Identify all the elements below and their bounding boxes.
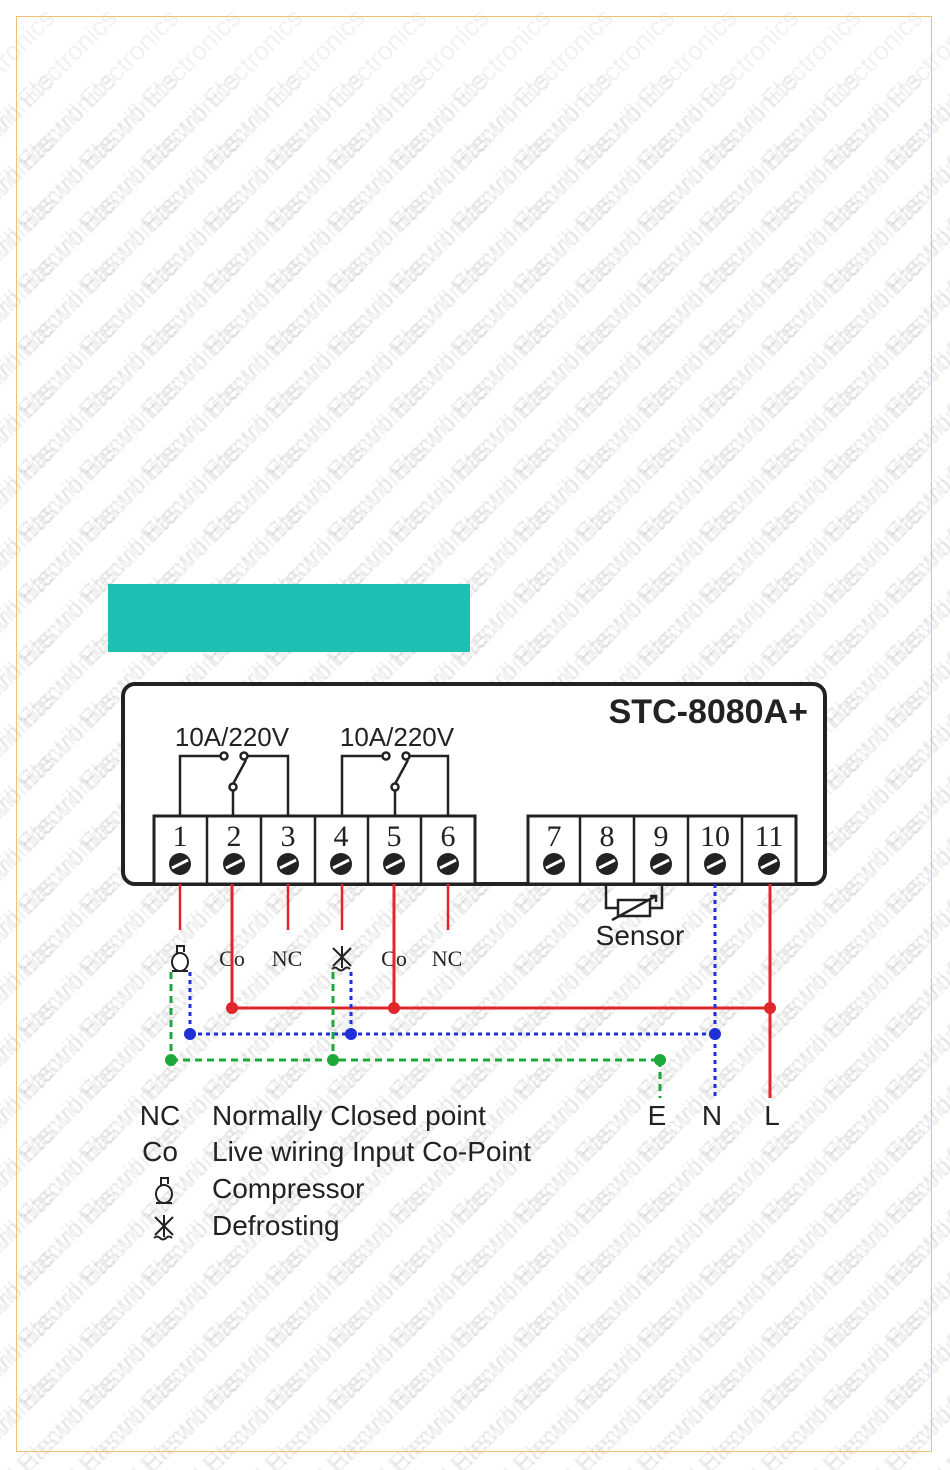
sensor-label: Sensor [596,920,685,951]
terminal-6-label: NC [432,946,463,971]
terminal-number-11: 11 [755,820,784,853]
relay-rating-2: 10A/220V [340,722,455,752]
model-label: STC-8080A+ [609,693,808,731]
neutral-label: N [702,1100,722,1131]
relay-rating-1: 10A/220V [175,722,290,752]
terminal-3-label: NC [272,946,303,971]
legend: NC Normally Closed point Co Live wiring … [140,1100,531,1241]
relay-2-contacts [340,751,450,818]
legend-symbol-co: Co [142,1136,178,1167]
legend-text-nc: Normally Closed point [212,1100,486,1131]
terminal-number-4: 4 [334,820,349,853]
relay-1-contacts [178,751,290,818]
terminal-number-3: 3 [281,820,296,853]
legend-text-compressor: Compressor [212,1173,364,1204]
earth-label: E [648,1100,667,1131]
terminal-number-1: 1 [173,820,188,853]
terminal-screw-slot-10 [706,858,724,870]
terminal-screw-slot-3 [279,858,297,870]
terminal-number-2: 2 [227,820,242,853]
earth-wire-junctions [165,1054,666,1066]
terminal-screw-slot-7 [545,858,563,870]
live-wire-junctions [226,1002,776,1014]
earth-wire [169,972,662,1098]
terminal-number-10: 10 [700,820,730,853]
section-header-bar [108,584,470,652]
live-wire [230,884,772,1098]
legend-text-co: Live wiring Input Co-Point [212,1136,531,1167]
page-frame [16,16,932,1452]
sensor-symbol [604,884,664,922]
legend-symbol-nc: NC [140,1100,180,1131]
live-label: L [764,1100,780,1131]
legend-compressor-icon [155,1177,173,1204]
legend-text-defrost: Defrosting [212,1210,340,1241]
terminal-screw-slot-4 [332,858,350,870]
output-wires [178,884,450,930]
legend-defrost-icon [153,1215,174,1241]
terminal-number-5: 5 [387,820,402,853]
terminal-screw-slot-2 [225,858,243,870]
terminal-screw-slot-11 [760,858,778,870]
terminal-screw-slot-1 [171,858,189,870]
terminals: 1 2 3 4 5 6 7 8 9 10 11 [169,816,783,884]
defrost-icon [331,946,352,972]
terminal-screw-slot-9 [652,858,670,870]
terminal-number-9: 9 [654,820,669,853]
neutral-wire-junctions [184,1028,721,1040]
compressor-icon [171,945,189,972]
terminal-number-8: 8 [600,820,615,853]
terminal-number-7: 7 [547,820,562,853]
terminal-screw-slot-8 [598,858,616,870]
neutral-wire [188,884,717,1098]
terminal-number-6: 6 [441,820,456,853]
terminal-screw-slot-5 [385,858,403,870]
terminal-screw-slot-6 [439,858,457,870]
